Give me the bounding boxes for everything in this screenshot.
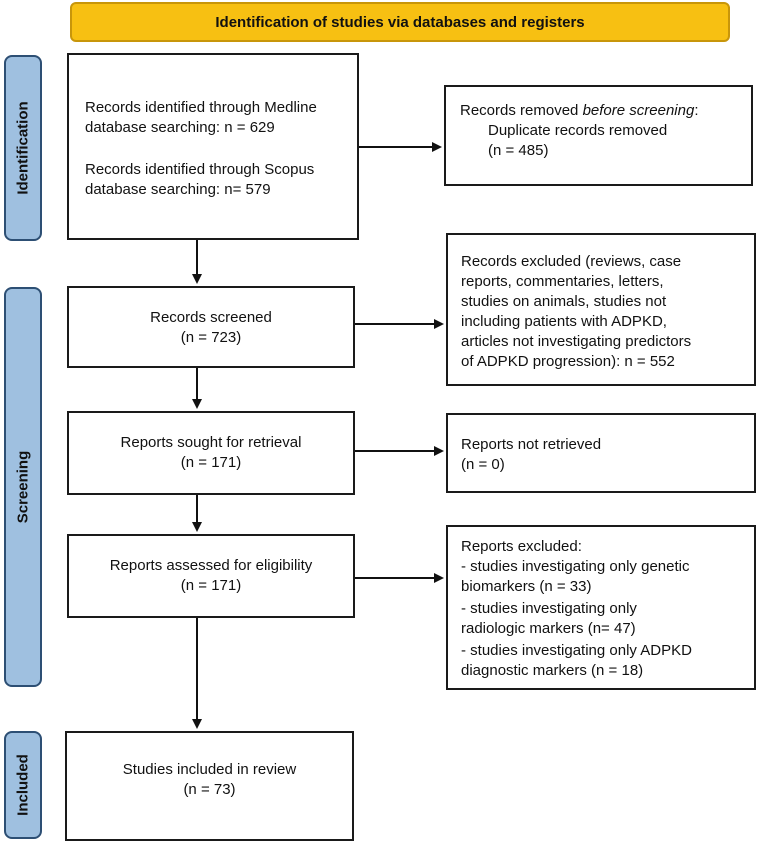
records-removed-title-emphasis: before screening — [582, 102, 695, 119]
reports-excluded-line6: - studies investigating only ADPKD — [461, 642, 692, 659]
reports-sought-box: Reports sought for retrieval (n = 171) — [67, 411, 355, 495]
records-excluded-box: Records excluded (reviews, case reports,… — [446, 233, 756, 386]
reports-not-retrieved-box: Reports not retrieved (n = 0) — [446, 413, 756, 493]
reports-assessed-count: (n = 171) — [180, 577, 242, 594]
records-removed-title: Records removed before screening: — [460, 101, 698, 121]
phase-included: Included — [4, 731, 42, 839]
records-excluded-line4: including patients with ADPKD, — [461, 313, 667, 330]
medline-records-line1: Records identified through Medline — [85, 99, 317, 116]
reports-excluded-line7: diagnostic markers (n = 18) — [461, 662, 644, 679]
records-screened-box: Records screened (n = 723) — [67, 286, 355, 368]
records-excluded-line3: studies on animals, studies not — [461, 293, 667, 310]
records-excluded-line6: of ADPKD progression): n = 552 — [461, 353, 675, 370]
reports-sought-label: Reports sought for retrieval — [120, 434, 302, 451]
records-excluded-line2: reports, commentaries, letters, — [461, 273, 664, 290]
records-excluded-line1: Records excluded (reviews, case — [461, 253, 682, 270]
records-removed-box: Records removed before screening: Duplic… — [444, 85, 753, 186]
records-removed-title-pre: Records removed — [460, 102, 583, 119]
records-removed-title-post: : — [694, 102, 699, 119]
phase-identification: Identification — [4, 55, 42, 241]
reports-excluded-line2: - studies investigating only genetic — [461, 558, 690, 575]
duplicate-records-count: (n = 485) — [488, 142, 549, 159]
scopus-records-line2: database searching: n= 579 — [85, 181, 271, 198]
reports-assessed-label: Reports assessed for eligibility — [109, 557, 313, 574]
studies-included-count: (n = 73) — [183, 781, 236, 798]
studies-included-box: Studies included in review (n = 73) — [65, 731, 354, 841]
reports-excluded-title: Reports excluded: — [461, 538, 582, 555]
reports-not-retrieved-label: Reports not retrieved — [461, 436, 602, 453]
reports-assessed-box: Reports assessed for eligibility (n = 17… — [67, 534, 355, 618]
reports-excluded-line4: - studies investigating only — [461, 600, 637, 617]
reports-not-retrieved-count: (n = 0) — [461, 456, 505, 473]
scopus-records-line1: Records identified through Scopus — [85, 161, 315, 178]
records-screened-label: Records screened — [150, 309, 272, 326]
medline-records-line2: database searching: n = 629 — [85, 119, 275, 136]
reports-sought-count: (n = 171) — [180, 454, 242, 471]
reports-excluded-box: Reports excluded: - studies investigatin… — [446, 525, 756, 690]
studies-included-label: Studies included in review — [122, 761, 297, 778]
reports-excluded-line3: biomarkers (n = 33) — [461, 578, 592, 595]
records-screened-count: (n = 723) — [180, 329, 242, 346]
duplicate-records-label: Duplicate records removed — [488, 122, 668, 139]
reports-excluded-line5: radiologic markers (n= 47) — [461, 620, 636, 637]
records-excluded-line5: articles not investigating predictors — [461, 333, 692, 350]
phase-screening: Screening — [4, 287, 42, 687]
records-identified-box: Records identified through Medline datab… — [67, 53, 359, 240]
diagram-header: Identification of studies via databases … — [70, 2, 730, 42]
